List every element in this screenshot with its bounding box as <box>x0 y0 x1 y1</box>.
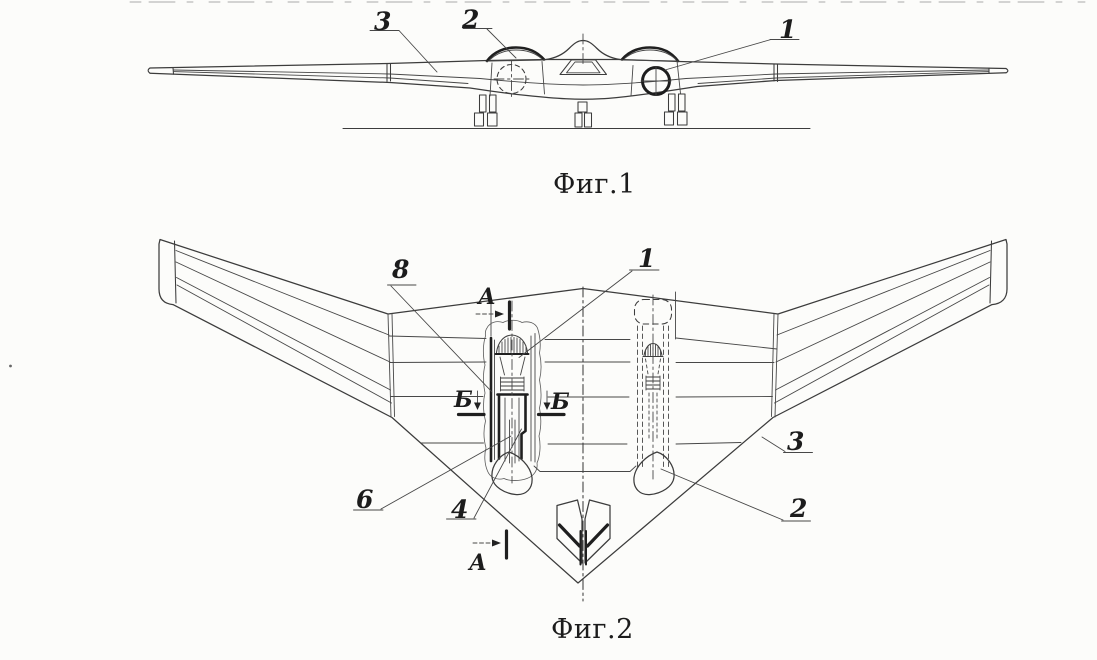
callout-2-front-view: 2 <box>462 5 480 34</box>
section-marker-A-bottom <box>472 529 509 560</box>
exhaust-nozzles <box>556 499 611 566</box>
section-letter-a-bottom: А <box>469 550 487 576</box>
canopy-window <box>559 59 608 76</box>
callout-6-plan-view: 6 <box>356 485 374 514</box>
callout-4-plan-view: 4 <box>451 495 469 524</box>
right-wingtip-cap <box>1005 67 1009 74</box>
scan-artifacts <box>9 1 1086 368</box>
left-panel-lines <box>175 250 392 404</box>
planform-outline <box>158 238 1008 584</box>
wing-joint-ticks <box>386 63 779 83</box>
callout-2-plan-view: 2 <box>790 494 808 523</box>
left-main-gear <box>473 94 498 127</box>
wing-joint-lines <box>387 313 779 418</box>
left-engine-hump <box>485 46 546 63</box>
fig1-caption: Фиг.1 <box>553 169 636 200</box>
dashed-engine-circle <box>493 60 530 98</box>
right-engine-bay-hidden <box>633 294 673 480</box>
nozzle-channel <box>496 393 529 464</box>
section-marker-B-right <box>536 390 566 417</box>
fig2-caption: Фиг.2 <box>551 614 634 645</box>
nose-gear <box>574 101 593 128</box>
callout-3-plan-view: 3 <box>787 427 805 456</box>
artifact-dot <box>9 364 12 368</box>
rear-deck-line <box>533 465 637 472</box>
callout-1-plan-view: 1 <box>638 244 656 273</box>
fig1-leader-lines <box>369 28 800 73</box>
front-view-drawing <box>147 28 1009 130</box>
section-marker-B-left <box>456 390 486 417</box>
right-engine-hump <box>620 46 680 63</box>
left-wingtip-cap <box>147 67 151 74</box>
center-section-lines <box>388 291 778 445</box>
section-marker-A-top <box>475 300 512 331</box>
fig2-leader-lines <box>353 269 813 522</box>
right-main-gear <box>663 93 688 126</box>
section-letter-b-left: Б <box>454 387 473 413</box>
section-letter-a-top: А <box>478 284 496 310</box>
cutaway-boundary <box>482 319 542 481</box>
engine-circle <box>640 66 672 96</box>
right-panel-lines <box>774 250 991 404</box>
callout-8-plan-view: 8 <box>392 255 410 284</box>
plan-view-drawing <box>158 238 1008 602</box>
right-rear-flap <box>633 451 675 496</box>
left-rear-flap <box>491 451 533 496</box>
callout-1-front-view: 1 <box>779 15 797 44</box>
section-letter-b-right: Б <box>551 389 570 415</box>
callout-3-front-view: 3 <box>374 7 392 36</box>
